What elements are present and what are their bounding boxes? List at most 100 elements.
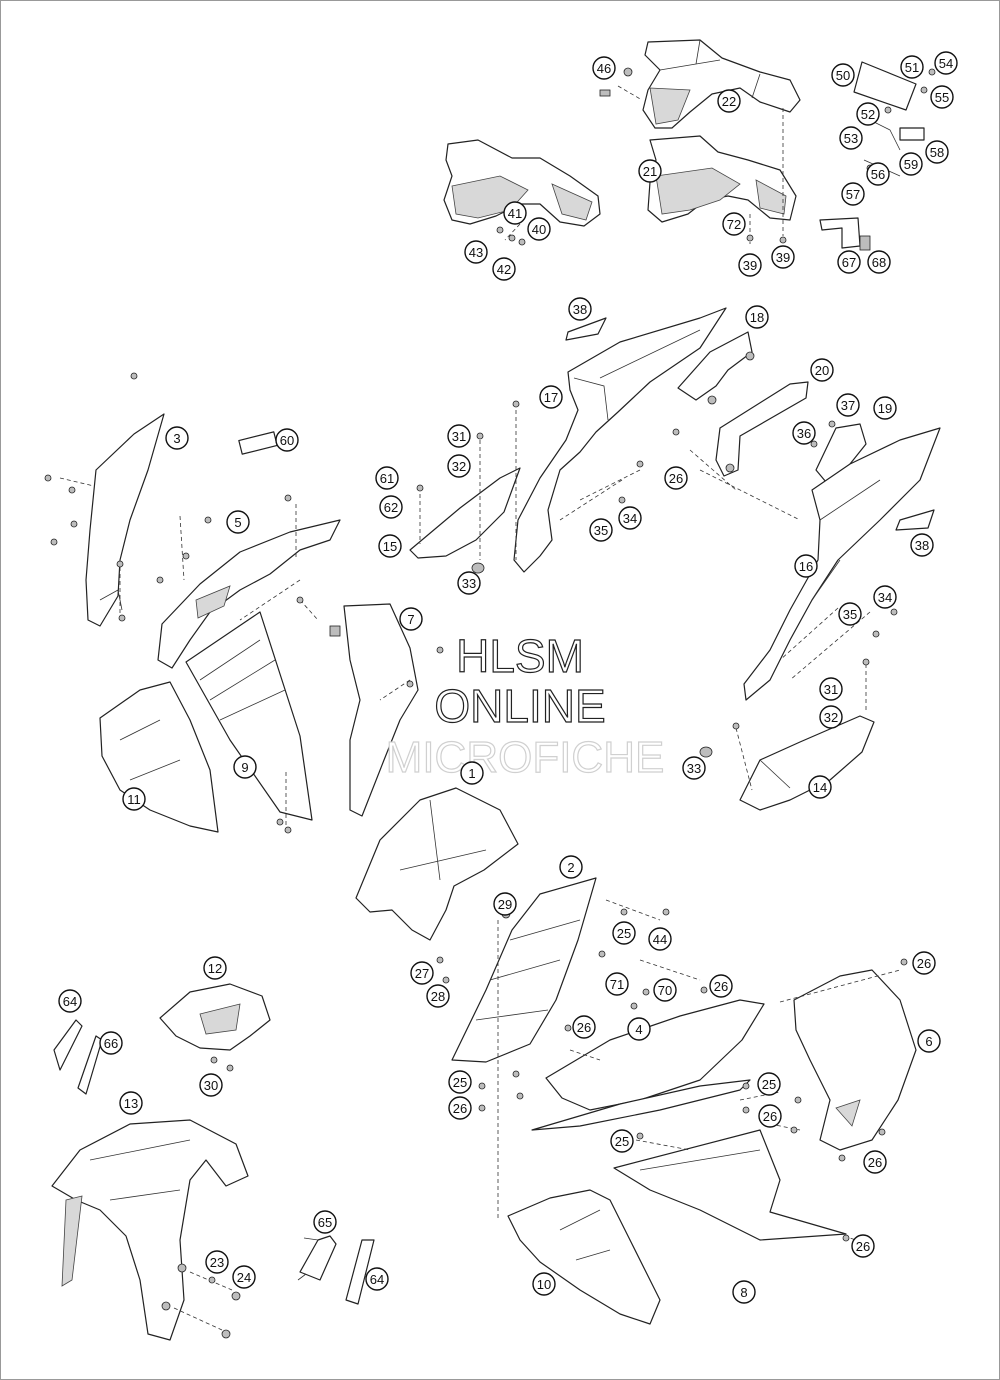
callout-number: 15 [383,539,397,554]
callout-number: 72 [727,217,741,232]
fender-bolts [208,1276,241,1339]
callout-part-25: 25 [448,1070,472,1094]
callout-circle [627,1017,651,1041]
callout-part-30: 30 [199,1073,223,1097]
callout-circle [732,1280,756,1304]
callout-part-60: 60 [275,428,299,452]
callout-circle [757,1072,781,1096]
callout-part-52: 52 [856,102,880,126]
callout-circle [819,677,843,701]
tail-leader-lines [504,85,784,244]
license-bracket-50 [819,61,936,251]
callout-circle [464,240,488,264]
callout-part-65: 65 [313,1210,337,1234]
callout-circle [899,152,923,176]
callout-number: 33 [687,761,701,776]
callout-number: 52 [861,107,875,122]
inner-panel-9 [185,611,313,821]
callout-circle [457,571,481,595]
watermark-line-1: HLSM [456,630,584,682]
callout-part-56: 56 [866,162,890,186]
callout-part-42: 42 [492,257,516,281]
callout-circle [99,1031,123,1055]
callout-part-41: 41 [503,201,527,225]
callout-circle [539,385,563,409]
callout-part-16: 16 [794,554,818,578]
callout-circle [930,85,954,109]
callout-number: 25 [617,926,631,941]
callout-number: 19 [878,401,892,416]
callout-circle [856,102,880,126]
callout-number: 9 [241,760,248,775]
windscreen-1 [355,787,519,941]
callout-number: 59 [904,157,918,172]
callout-circle [831,63,855,87]
callout-number: 21 [643,164,657,179]
callout-circle [572,1015,596,1039]
callout-number: 66 [104,1036,118,1051]
callout-number: 11 [127,792,141,807]
callout-part-29: 29 [493,892,517,916]
callout-part-70: 70 [653,978,677,1002]
callout-part-35: 35 [589,518,613,542]
callout-part-36: 36 [792,421,816,445]
callout-circle [199,1073,223,1097]
callout-circle [493,892,517,916]
callout-number: 50 [836,68,850,83]
callout-number: 44 [653,932,667,947]
callout-part-50: 50 [831,63,855,87]
callout-number: 26 [714,979,728,994]
callout-circle [205,1250,229,1274]
callout-circle [836,393,860,417]
callout-part-25: 25 [757,1072,781,1096]
callout-number: 12 [208,961,222,976]
callout-number: 26 [868,1155,882,1170]
callout-circle [837,250,861,274]
callout-circle [841,182,865,206]
callout-part-55: 55 [930,85,954,109]
callout-circle [917,1029,941,1053]
reflector-64 [53,1019,375,1305]
callout-circle [233,755,257,779]
callout-circle [527,217,551,241]
callout-part-6: 6 [917,1029,941,1053]
callout-circle [808,775,832,799]
callout-part-46: 46 [592,56,616,80]
callout-circle [709,974,733,998]
callout-number: 14 [813,780,827,795]
callout-circle [873,396,897,420]
callout-circle [568,297,592,321]
callout-number: 13 [124,1096,138,1111]
callout-part-5: 5 [226,510,250,534]
callout-circle [794,554,818,578]
callout-part-26: 26 [758,1104,782,1128]
callout-circle [605,972,629,996]
callout-number: 7 [407,612,414,627]
callout-circle [873,585,897,609]
callout-part-35: 35 [838,602,862,626]
callout-circle [910,533,934,557]
watermark-line-2: ONLINE [434,680,605,732]
callout-circle [226,510,250,534]
callout-circle [460,761,484,785]
side-panel-4 [531,999,765,1131]
callout-circle [653,978,677,1002]
callout-part-26: 26 [709,974,733,998]
callout-part-19: 19 [873,396,897,420]
callout-circle [589,518,613,542]
callout-number: 20 [815,363,829,378]
callout-part-34: 34 [618,506,642,530]
callout-number: 18 [750,310,764,325]
watermark-line-3: MICROFICHE [386,733,665,782]
callout-number: 31 [452,429,466,444]
callout-part-57: 57 [841,182,865,206]
callout-number: 35 [843,607,857,622]
callout-circle [839,126,863,150]
callout-circle [717,89,741,113]
trim-panel-18 [677,331,755,405]
callout-circle [410,961,434,985]
callout-circle [866,162,890,186]
callout-circle [612,921,636,945]
callout-part-21: 21 [638,159,662,183]
side-fairing-16 [743,427,941,701]
